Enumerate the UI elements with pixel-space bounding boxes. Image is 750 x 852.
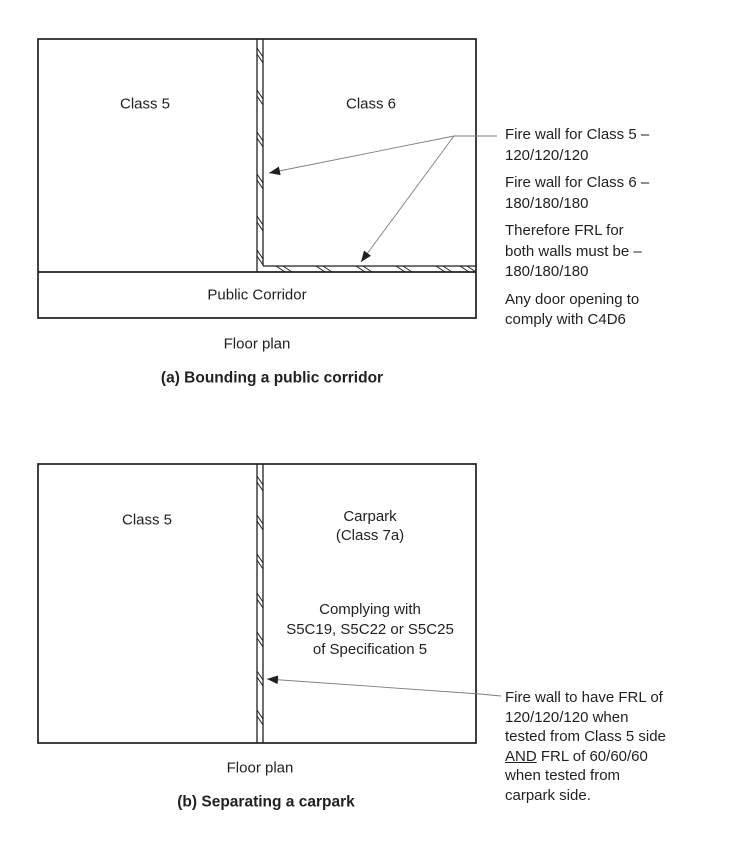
- annotation-block-b: Fire wall to have FRL of 120/120/120 whe…: [505, 688, 666, 805]
- diagram-b: [37, 463, 502, 744]
- annotation-line-rest: FRL of 60/60/60: [536, 747, 648, 765]
- annotation-line: comply with C4D6: [505, 311, 626, 328]
- annotation-line: when tested from: [505, 767, 621, 784]
- annotation-line: Fire wall to have FRL of: [505, 689, 663, 706]
- wall-hatching: [256, 47, 264, 266]
- room-label-class5-a: Class 5: [119, 95, 171, 113]
- annotation-paragraph: Fire wall for Class 6 – 180/180/180: [505, 173, 649, 214]
- leader-lines-b: [266, 675, 502, 697]
- annotation-paragraph: Fire wall to have FRL of 120/120/120 whe…: [505, 688, 666, 805]
- caption-b: (b) Separating a carpark: [177, 793, 355, 811]
- annotation-line: tested from Class 5 side: [505, 728, 666, 745]
- annotation-line: 180/180/180: [505, 194, 589, 212]
- corridor-label: Public Corridor: [207, 286, 307, 304]
- room-label-class6: Class 6: [345, 95, 397, 113]
- annotation-line: Fire wall for Class 6 –: [505, 174, 650, 191]
- floor-plan-label-b: Floor plan: [226, 759, 294, 777]
- annotation-block-a: Fire wall for Class 5 – 120/120/120 Fire…: [505, 125, 649, 331]
- annotation-line: Any door opening to: [505, 290, 640, 308]
- annotation-paragraph: Therefore FRL for both walls must be – 1…: [505, 221, 649, 283]
- annotation-line: 120/120/120: [505, 146, 589, 164]
- leader-arrow-fire-wall: [266, 675, 502, 697]
- spec-line: of Specification 5: [312, 641, 428, 658]
- fire-wall-b-vertical: [256, 464, 264, 743]
- room-label-carpark: Carpark (Class 7a): [336, 507, 404, 545]
- leader-arrow-vertical-wall: [268, 135, 497, 176]
- fire-wall-a-vertical: [256, 39, 264, 272]
- caption-a: (a) Bounding a public corridor: [160, 369, 384, 387]
- annotation-paragraph: Fire wall for Class 5 – 120/120/120: [505, 125, 649, 166]
- leader-lines-a: [268, 135, 497, 263]
- annotation-line: both walls must be –: [505, 242, 642, 260]
- annotation-line: AND FRL of 60/60/60: [505, 747, 666, 767]
- wall-hatching: [256, 475, 264, 726]
- annotation-line: carpark side.: [505, 786, 591, 804]
- leader-arrow-horizontal-wall: [360, 135, 455, 263]
- diagram-a: [37, 38, 497, 319]
- carpark-label-line: (Class 7a): [335, 527, 405, 544]
- annotation-line: 120/120/120 when: [505, 708, 629, 726]
- floor-plan-label-a: Floor plan: [223, 335, 291, 353]
- wall-hatching: [275, 265, 477, 273]
- annotation-line: 180/180/180: [505, 263, 589, 280]
- spec-line: Complying with: [319, 601, 421, 618]
- annotation-line: Therefore FRL for: [505, 222, 624, 239]
- annotation-paragraph: Any door opening to comply with C4D6: [505, 290, 649, 331]
- annotation-line: Fire wall for Class 5 –: [505, 126, 650, 143]
- fire-wall-a-horizontal: [263, 265, 477, 273]
- carpark-label-line: Carpark: [343, 508, 397, 525]
- room-label-class5-b: Class 5: [121, 511, 173, 529]
- spec-compliance-label: Complying with S5C19, S5C22 or S5C25 of …: [286, 600, 454, 660]
- underlined-and: AND: [505, 747, 537, 765]
- spec-line: S5C19, S5C22 or S5C25: [286, 621, 454, 638]
